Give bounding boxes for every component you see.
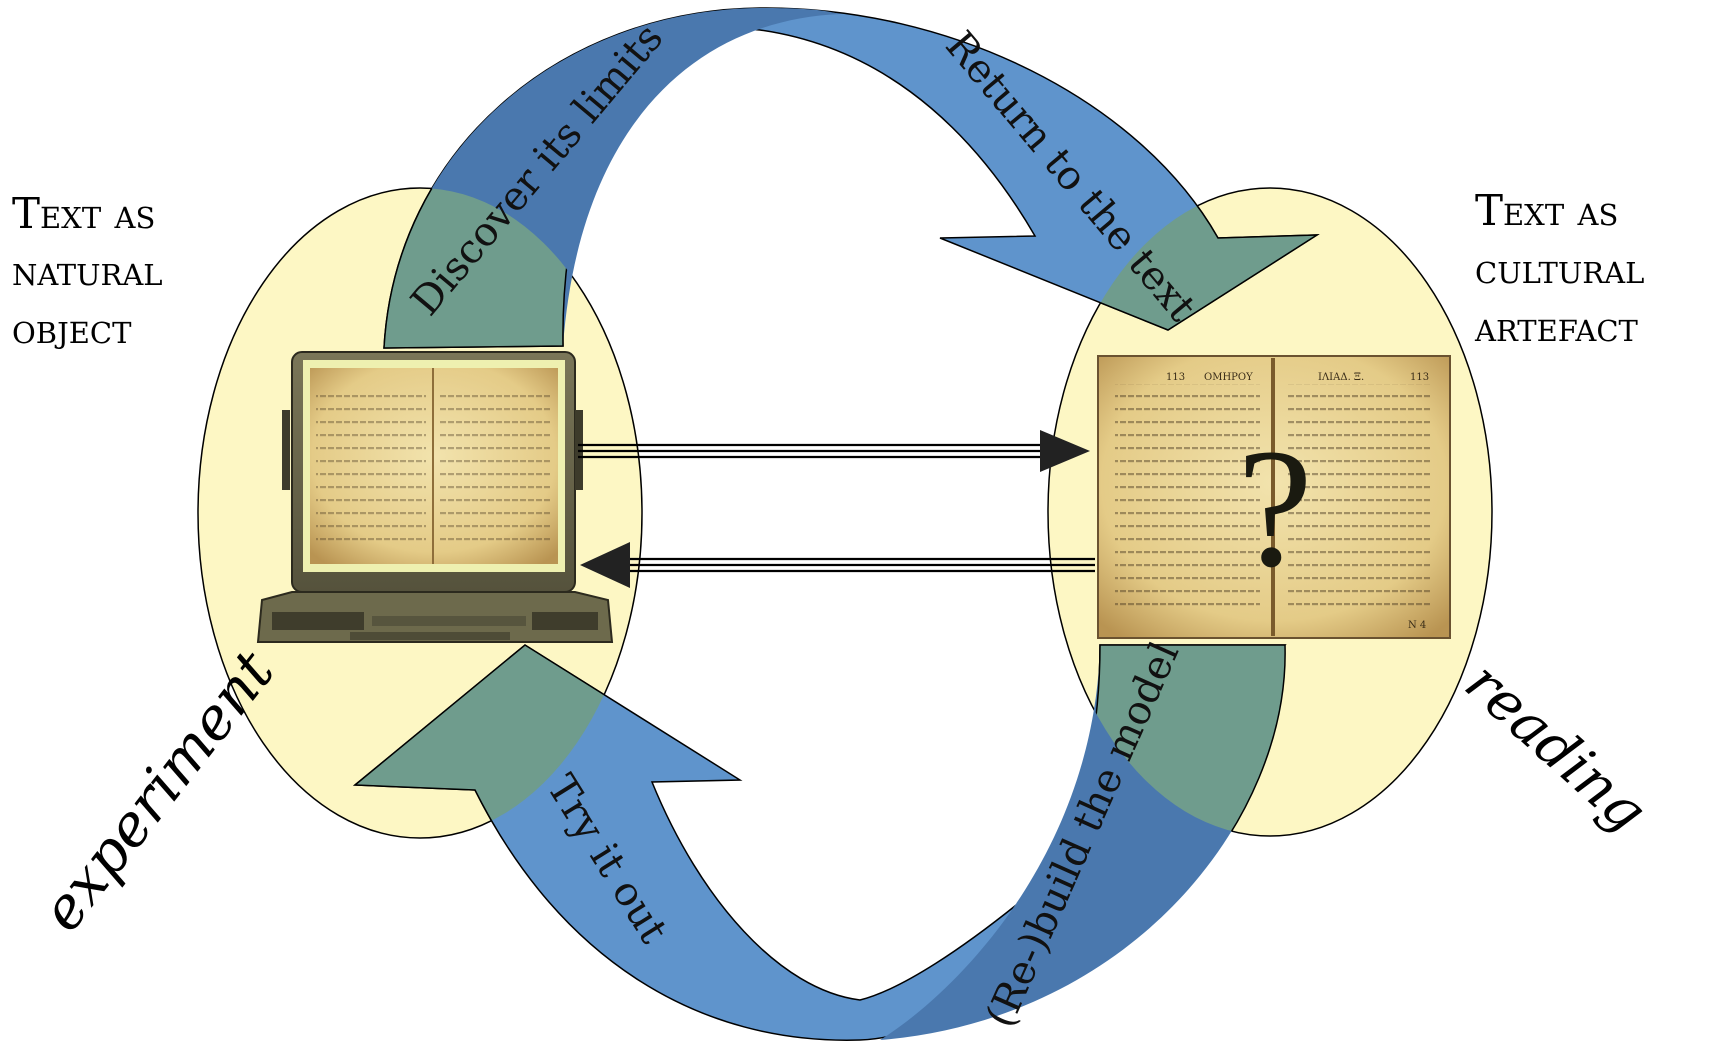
right-heading-line-3: artefact: [1474, 302, 1639, 351]
left-heading: Text as natural object: [12, 189, 163, 353]
book-right-header: ΙΛΙΑΔ. Ξ.: [1318, 372, 1364, 383]
right-heading-line-1: Text as: [1475, 186, 1618, 235]
right-heading: Text as cultural artefact: [1474, 186, 1644, 351]
question-mark-icon: ?: [1237, 414, 1312, 602]
right-heading-line-2: cultural: [1475, 244, 1644, 293]
right-overlap: [1048, 188, 1320, 836]
laptop-icon: [256, 351, 614, 643]
open-book-icon: 113 ΟΜΗΡΟΥ ΙΛΙΑΔ. Ξ. 113 Ν 4 ?: [1097, 355, 1451, 639]
left-heading-line-2: natural: [12, 246, 163, 295]
left-heading-line-3: object: [12, 304, 132, 353]
label-experiment: experiment: [27, 637, 287, 943]
book-left-page-number: 113: [1166, 372, 1185, 383]
left-heading-line-1: Text as: [12, 189, 155, 238]
book-left-header: ΟΜΗΡΟΥ: [1204, 372, 1253, 383]
arrow-left-to-right: [578, 430, 1090, 472]
book-signature: Ν 4: [1408, 620, 1426, 631]
label-reading: reading: [1453, 650, 1659, 845]
book-right-page-number: 113: [1410, 372, 1429, 383]
arrow-right-to-left: [580, 542, 1095, 588]
